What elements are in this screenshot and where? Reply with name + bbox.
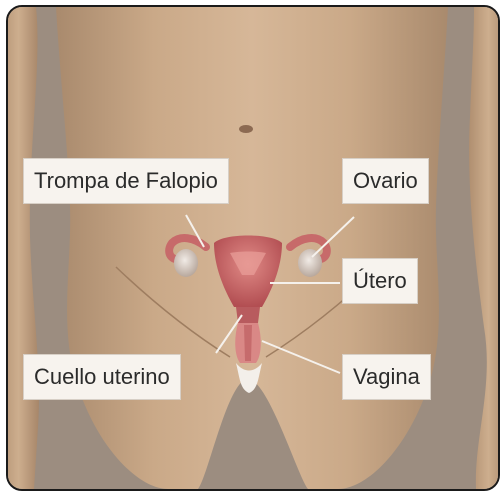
right-ovary (298, 249, 322, 277)
label-uterus: Útero (342, 258, 418, 304)
diagram-frame: Trompa de Falopio Ovario Útero Cuello ut… (6, 5, 500, 491)
label-ovary: Ovario (342, 158, 429, 204)
cervix (236, 307, 260, 323)
label-fallopian-tube: Trompa de Falopio (23, 158, 229, 204)
left-ovary (174, 249, 198, 277)
vaginal-canal (244, 325, 252, 361)
label-vagina: Vagina (342, 354, 431, 400)
anatomy-illustration (8, 7, 498, 489)
label-cervix: Cuello uterino (23, 354, 181, 400)
navel (239, 125, 253, 133)
